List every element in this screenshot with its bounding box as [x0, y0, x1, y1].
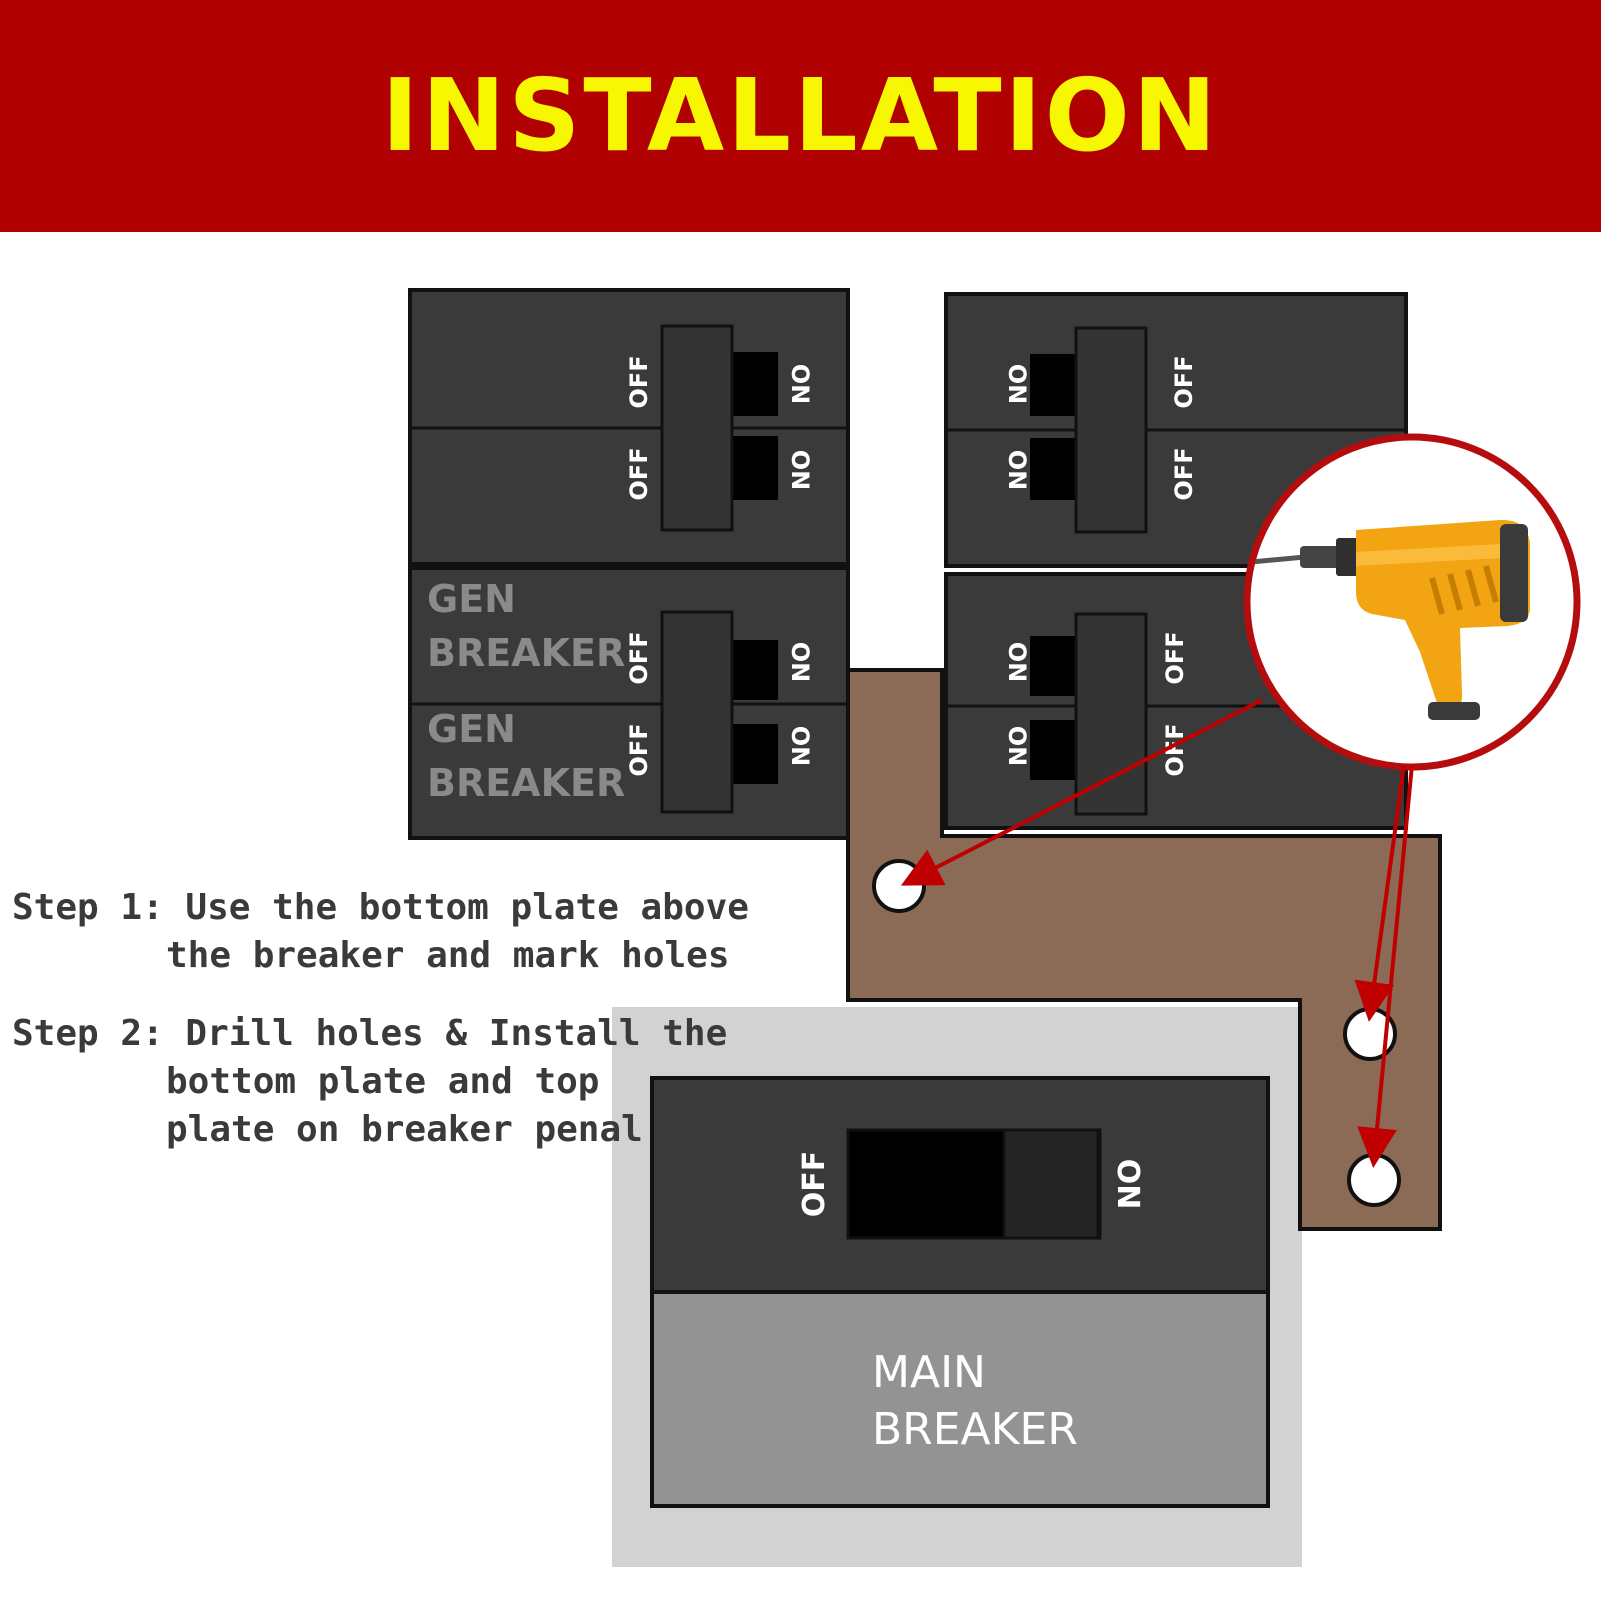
off-label: OFF — [625, 723, 653, 776]
step-2-line-2: bottom plate and top — [166, 1061, 600, 1102]
step-2-text: Step 2: Drill holes & Install the — [12, 1010, 727, 1058]
step-1-text: Step 1: Use the bottom plate above — [12, 884, 749, 932]
gen-breaker-label: BREAKER — [427, 631, 625, 675]
step-2-prefix: Step 2: — [12, 1013, 164, 1054]
left-breaker-stack: OFF OFF ON ON OFF OFF ON ON GEN BREAKER … — [408, 288, 850, 840]
arrow-hole-2 — [1354, 764, 1406, 1022]
installation-diagram: OFF OFF ON ON OFF OFF ON ON GEN BREAKER … — [408, 288, 1581, 1567]
header-banner: INSTALLATION — [0, 0, 1601, 232]
off-label: OFF — [625, 631, 653, 684]
on-label: ON — [1003, 450, 1031, 491]
bottom-plate — [846, 668, 1442, 1231]
mounting-hole-icon — [1347, 1153, 1401, 1207]
on-label: ON — [786, 642, 814, 683]
on-label: ON — [1003, 364, 1031, 405]
main-breaker-label: MAIN — [872, 1347, 986, 1398]
drill-icon — [1250, 519, 1530, 720]
off-label: OFF — [1170, 355, 1198, 408]
page-title: INSTALLATION — [381, 57, 1220, 174]
off-label: OFF — [797, 1151, 832, 1218]
on-label: ON — [1110, 1159, 1145, 1210]
main-breaker-label: BREAKER — [872, 1404, 1078, 1455]
step-1-line-1: Use the bottom plate above — [185, 887, 749, 928]
step-1-prefix: Step 1: — [12, 887, 164, 928]
main-breaker: OFF ON MAIN BREAKER — [650, 1076, 1270, 1508]
gen-breaker-label: GEN — [427, 707, 516, 751]
on-label: ON — [786, 364, 814, 405]
gen-breaker-switch[interactable] — [660, 610, 778, 814]
step-2-line-1: Drill holes & Install the — [185, 1013, 728, 1054]
main-breaker-switch[interactable] — [846, 1128, 1102, 1240]
on-label: ON — [1003, 726, 1031, 767]
breaker-switch[interactable] — [660, 324, 778, 532]
breaker-switch[interactable] — [1030, 612, 1148, 816]
arrow-hole-3 — [1357, 764, 1414, 1168]
on-label: ON — [1003, 642, 1031, 683]
mounting-hole-icon — [872, 859, 926, 913]
step-2-line-3: plate on breaker penal — [166, 1109, 643, 1150]
arrow-hole-1 — [900, 698, 1263, 886]
right-breaker-stack: ON ON OFF OFF ON ON OFF OFF — [944, 292, 1408, 830]
off-label: OFF — [625, 355, 653, 408]
off-label: OFF — [1161, 631, 1189, 684]
on-label: ON — [786, 450, 814, 491]
off-label: OFF — [625, 447, 653, 500]
breaker-switch[interactable] — [1030, 326, 1148, 534]
gen-breaker-label: GEN — [427, 577, 516, 621]
step-1-line-2: the breaker and mark holes — [166, 935, 730, 976]
on-label: ON — [786, 726, 814, 767]
off-label: OFF — [1170, 447, 1198, 500]
drill-magnifier — [1243, 433, 1581, 771]
gen-breaker-label: BREAKER — [427, 761, 625, 805]
